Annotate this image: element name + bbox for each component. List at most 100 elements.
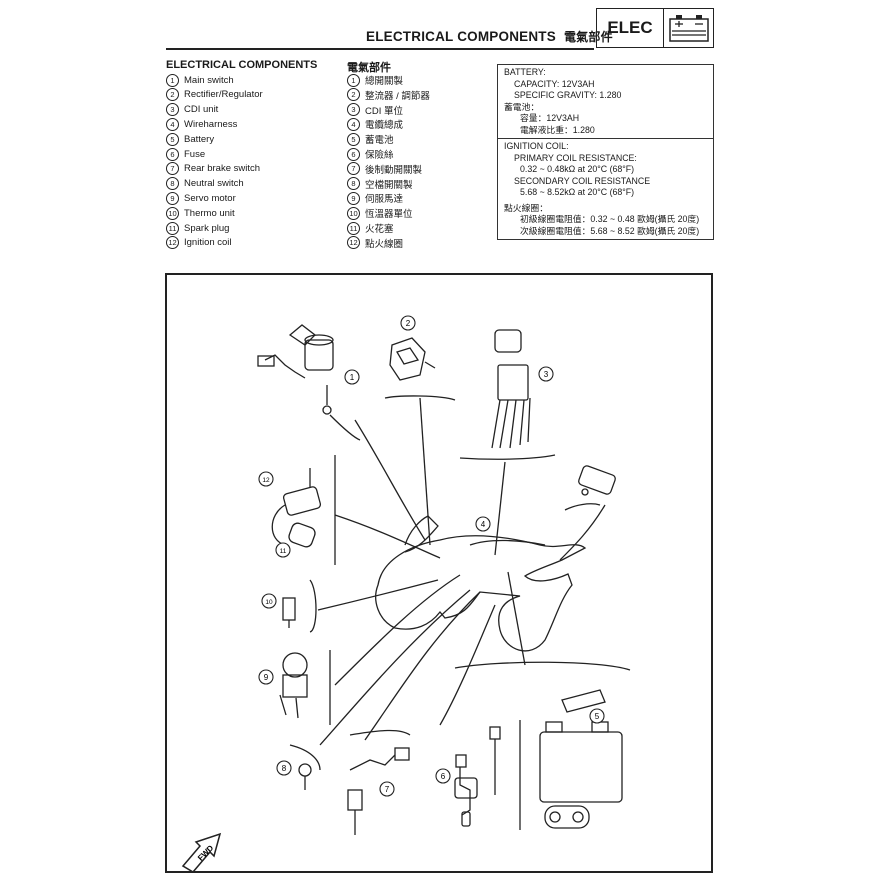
item-number-badge: 5 — [166, 132, 179, 146]
callout-label: 10 — [265, 599, 273, 606]
item-number-badge: 2 — [166, 88, 179, 102]
item-label: CDI unit — [184, 104, 219, 116]
primary-resistance-value: 0.32 ~ 0.48kΩ at 20°C (68°F) — [520, 164, 635, 174]
list-item: 2 Rectifier/Regulator — [166, 88, 263, 102]
callout-9: 9 — [258, 669, 274, 685]
list-item: 8 Neutral switch — [166, 177, 244, 191]
item-number-badge: 2 — [347, 88, 360, 102]
callout-12: 12 — [258, 471, 274, 487]
item-number-badge: 10 — [166, 206, 179, 220]
item-number-badge: 11 — [166, 221, 179, 235]
item-number-badge: 1 — [166, 73, 179, 87]
secondary-resistance-cjk: 次級線圈電阻值：5.68 ~ 8.52 歐姆(攝氏 20度) — [520, 225, 700, 236]
item-number-badge: 3 — [166, 103, 179, 117]
item-label: 電纜總成 — [365, 120, 404, 132]
item-label: Neutral switch — [184, 178, 244, 190]
page-title-cjk: 電氣部件 — [563, 30, 613, 44]
item-label: Ignition coil — [184, 237, 232, 249]
callout-5: 5 — [589, 708, 605, 724]
battery-spec: BATTERY: CAPACITY: 12V3AH SPECIFIC GRAVI… — [498, 65, 713, 138]
item-label: 恆溫器單位 — [365, 209, 413, 221]
battery-gravity: SPECIFIC GRAVITY: 1.280 — [514, 90, 622, 100]
callout-label: 8 — [282, 764, 287, 773]
item-number-badge: 8 — [166, 177, 179, 191]
callout-4: 4 — [475, 516, 491, 532]
item-label: Thermo unit — [184, 207, 235, 219]
list-item: 6 保險絲 — [347, 147, 394, 161]
list-item: 11 Spark plug — [166, 221, 229, 235]
item-number-badge: 9 — [347, 191, 360, 205]
primary-resistance-cjk: 初級線圈電阻值：0.32 ~ 0.48 歐姆(攝氏 20度) — [520, 214, 700, 224]
item-label: Rear brake switch — [184, 163, 261, 175]
battery-capacity-cjk: 容量：12V3AH — [520, 113, 580, 123]
item-number-badge: 4 — [347, 117, 360, 131]
item-number-badge: 1 — [347, 73, 360, 87]
callout-label: 12 — [262, 477, 270, 484]
item-label: 空檔開關製 — [365, 179, 413, 191]
item-label: 總開關製 — [365, 76, 404, 87]
page-title-en: ELECTRICAL COMPONENTS — [366, 29, 556, 44]
list-item: 10 恆溫器單位 — [347, 206, 413, 220]
callout-2: 2 — [400, 315, 416, 331]
item-label: 後制動開關製 — [365, 164, 423, 176]
item-label: Main switch — [184, 74, 234, 86]
callout-11: 11 — [275, 542, 291, 558]
item-label: 保險絲 — [365, 150, 394, 161]
callout-3: 3 — [538, 366, 554, 382]
callout-label: 1 — [350, 373, 355, 382]
callout-1: 1 — [344, 369, 360, 385]
list-item: 7 Rear brake switch — [166, 162, 260, 176]
list-item: 9 伺服馬達 — [347, 191, 403, 205]
callout-label: 2 — [406, 319, 411, 328]
battery-spec-title-cjk: 蓄電池： — [504, 101, 540, 112]
item-label: Rectifier/Regulator — [184, 89, 263, 101]
callout-7: 7 — [379, 781, 395, 797]
list-item: 1 Main switch — [166, 73, 234, 87]
item-number-badge: 10 — [347, 206, 360, 220]
motorcycle-outline — [375, 535, 587, 652]
wiring-diagram-frame — [165, 273, 713, 873]
section-tag: ELEC — [596, 8, 714, 48]
callout-label: 7 — [385, 785, 390, 794]
item-label: 伺服馬達 — [365, 194, 404, 206]
item-number-badge: 6 — [347, 147, 360, 161]
item-label: 蓄電池 — [365, 135, 394, 147]
item-number-badge: 9 — [166, 191, 179, 205]
section-tag-label: ELEC — [597, 9, 664, 47]
item-number-badge: 12 — [166, 236, 179, 250]
item-label: Fuse — [184, 148, 206, 160]
battery-capacity: CAPACITY: 12V3AH — [514, 78, 595, 89]
motorcycle-front-shroud — [404, 515, 439, 553]
item-label: Battery — [184, 133, 215, 145]
list-item: 3 CDI unit — [166, 103, 218, 117]
item-label: 點火線圈 — [365, 238, 404, 250]
list-item: 6 Fuse — [166, 147, 205, 161]
callout-label: 6 — [441, 772, 446, 781]
callout-label: 9 — [264, 673, 269, 682]
item-label: Spark plug — [184, 222, 230, 234]
page-title: ELECTRICAL COMPONENTS 電氣部件 — [366, 28, 613, 45]
item-number-badge: 7 — [166, 162, 179, 176]
item-label: 整流器 / 調節器 — [365, 90, 430, 102]
callout-label: 4 — [481, 520, 486, 529]
list-item: 4 電纜總成 — [347, 117, 403, 131]
item-number-badge: 6 — [166, 147, 179, 161]
ignition-spec: IGNITION COIL: PRIMARY COIL RESISTANCE: … — [498, 138, 713, 239]
list-item: 5 Battery — [166, 132, 214, 146]
ignition-spec-title: IGNITION COIL: — [504, 141, 569, 151]
battery-spec-title: BATTERY: — [504, 67, 546, 77]
list-item: 10 Thermo unit — [166, 206, 235, 220]
battery-gravity-cjk: 電解液比重：1.280 — [520, 124, 595, 135]
motorcycle-seat — [469, 539, 546, 546]
item-number-badge: 11 — [347, 221, 360, 235]
list-item: 12 Ignition coil — [166, 236, 232, 250]
